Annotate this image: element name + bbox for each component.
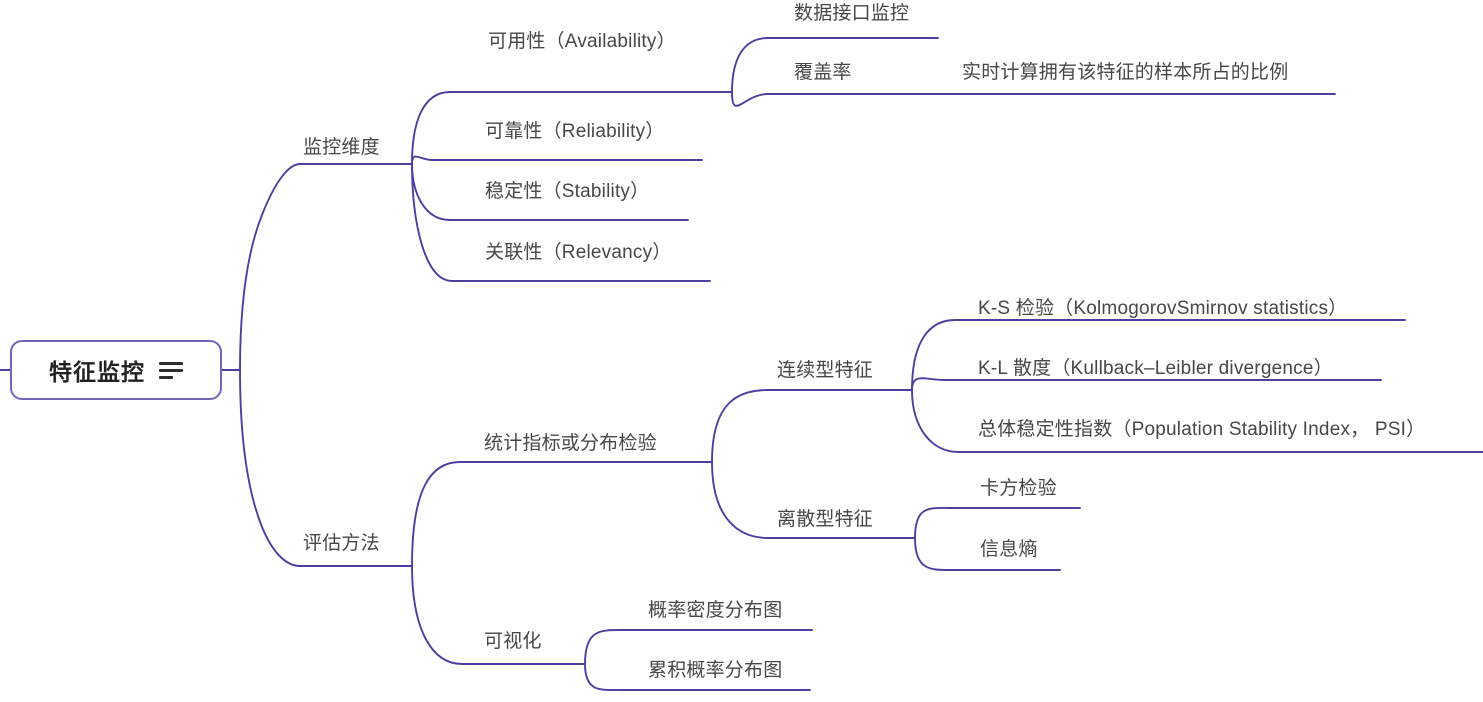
list-icon[interactable] [159, 361, 183, 379]
node-relevancy[interactable]: 关联性（Relevancy） [485, 242, 672, 263]
edge-avail-coverage [731, 91, 1336, 107]
node-evaluation-method[interactable]: 评估方法 [303, 533, 380, 554]
node-cumulative-probability-plot[interactable]: 累积概率分布图 [648, 660, 783, 681]
edge-dim-reliability [411, 155, 703, 165]
edge-cont-ks [911, 319, 1406, 391]
node-kl-divergence[interactable]: K-L 散度（Kullback–Leibler divergence） [978, 358, 1333, 379]
node-monitoring-dimension[interactable]: 监控维度 [303, 137, 380, 158]
node-stability[interactable]: 稳定性（Stability） [485, 181, 650, 202]
edge-disc-chisq [914, 506, 1081, 539]
node-probability-density-plot[interactable]: 概率密度分布图 [648, 600, 783, 621]
node-reliability[interactable]: 可靠性（Reliability） [485, 121, 665, 142]
node-coverage-rate[interactable]: 覆盖率 [794, 62, 852, 83]
node-availability[interactable]: 可用性（Availability） [488, 31, 676, 52]
node-continuous-feature[interactable]: 连续型特征 [777, 360, 874, 381]
edge-eval-statistics [411, 461, 713, 567]
node-chi-square-test[interactable]: 卡方检验 [980, 478, 1057, 499]
edge-cont-kl [911, 377, 1382, 391]
edge-root-to-evaluation [239, 369, 301, 567]
node-ks-test[interactable]: K-S 检验（KolmogorovSmirnov statistics） [978, 298, 1348, 319]
node-discrete-feature[interactable]: 离散型特征 [777, 509, 874, 530]
node-coverage-rate-note[interactable]: 实时计算拥有该特征的样本所占的比例 [962, 62, 1289, 83]
node-psi[interactable]: 总体稳定性指数（Population Stability Index， PSI） [978, 419, 1426, 440]
root-node[interactable]: 特征监控 [10, 340, 222, 400]
node-statistics-or-distribution-test[interactable]: 统计指标或分布检验 [484, 433, 657, 454]
node-information-entropy[interactable]: 信息熵 [980, 539, 1038, 560]
node-visualization[interactable]: 可视化 [484, 631, 542, 652]
edge-root-to-monitoring [239, 163, 301, 371]
edge-vis-pdf [584, 629, 813, 665]
root-label: 特征监控 [49, 359, 145, 385]
edge-stat-continuous [711, 389, 913, 463]
node-data-interface-monitoring[interactable]: 数据接口监控 [794, 3, 910, 24]
